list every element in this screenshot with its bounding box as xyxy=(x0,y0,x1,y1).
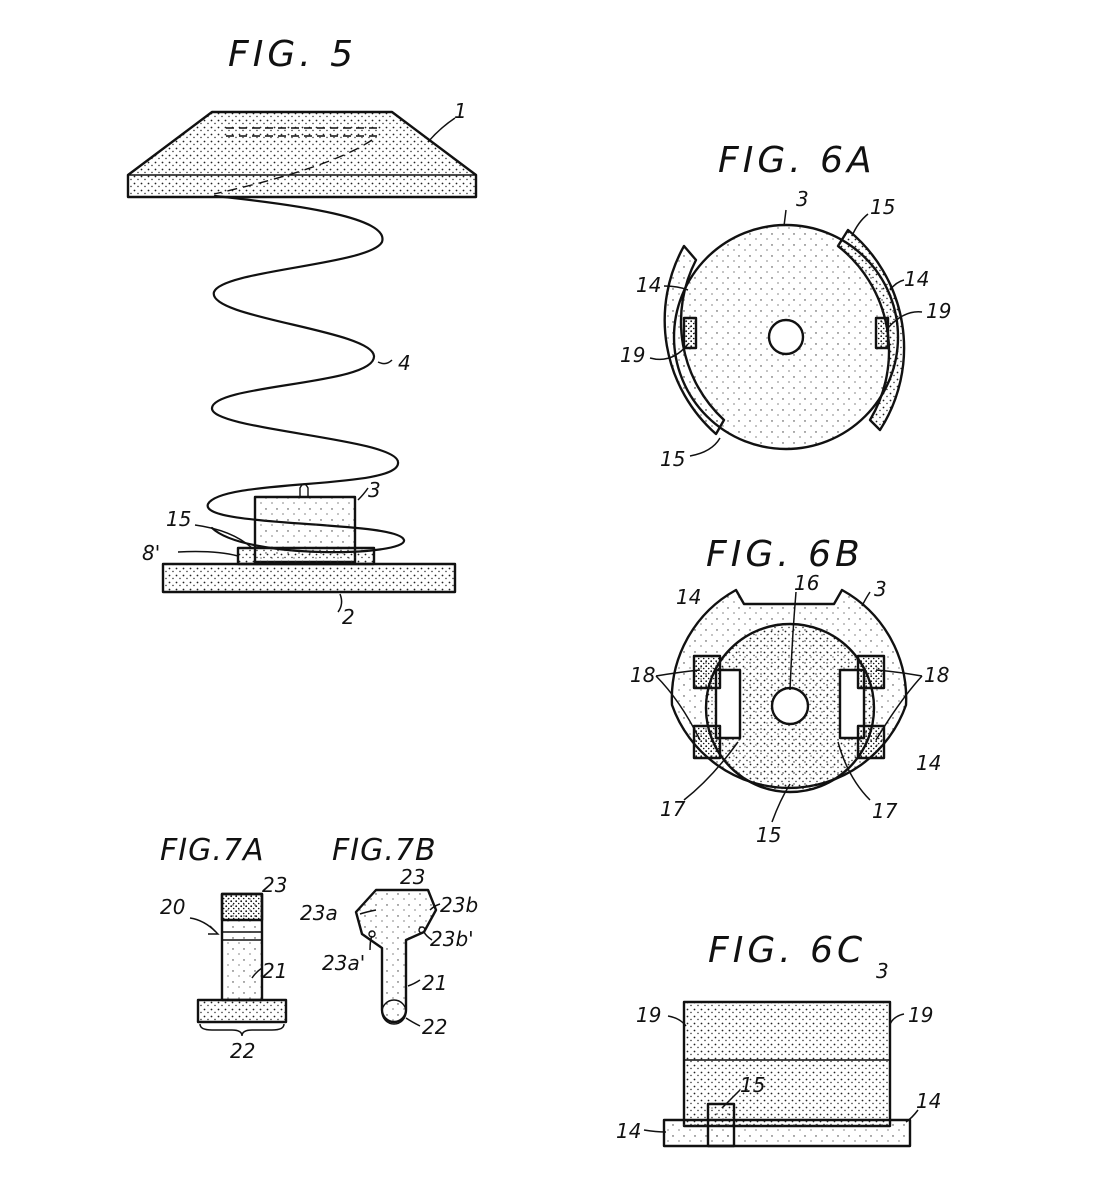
fig6b-slot-right-label: 18 xyxy=(924,663,949,687)
tab-left xyxy=(682,316,698,350)
fig7b-edge-a-label: 23a xyxy=(300,901,338,925)
fig6c-notch xyxy=(706,1102,736,1148)
fig7a-head xyxy=(220,892,264,922)
fig6b-hole-label: 16 xyxy=(794,571,819,595)
fig7b-foot-label: 22 xyxy=(422,1015,447,1039)
fig7b-shank-label: 21 xyxy=(422,971,447,995)
fig6b-center-hole xyxy=(770,686,810,726)
figure-6c-title: FIG. 6C xyxy=(708,930,866,971)
figure-6a-title: FIG. 6A xyxy=(718,140,876,181)
fig6c-flange xyxy=(662,1118,912,1148)
fig6c-flange-left-label: 14 xyxy=(616,1119,641,1143)
fig6a-flange-left-label: 14 xyxy=(636,273,661,297)
tab-right xyxy=(874,316,890,350)
figure-5-title: FIG. 5 xyxy=(228,34,357,75)
fig6a-tab-right-label: 19 xyxy=(926,299,951,323)
notch-label: 15 xyxy=(166,507,191,531)
base-label: 2 xyxy=(342,605,355,629)
fig6b-notch-label: 15 xyxy=(756,823,781,847)
fig6b-flange-top-label: 14 xyxy=(676,585,701,609)
fig6c-part-label: 3 xyxy=(876,959,889,983)
fig7b-edge-b2-label: 23b' xyxy=(430,927,474,951)
fig6a-notch-top-label: 15 xyxy=(870,195,895,219)
fig6c-tab-right-label: 19 xyxy=(908,1003,933,1027)
fig6b-edge-right-label: 17 xyxy=(872,799,898,823)
figure-7b: FIG.7B 23 23a 23b 23a' 23b' 21 22 xyxy=(300,833,478,1039)
fig7a-foot-label: 22 xyxy=(230,1039,255,1063)
fig6a-flange-right-label: 14 xyxy=(904,267,929,291)
cap-label: 1 xyxy=(454,99,467,123)
figure-6c: FIG. 6C 3 19 19 15 14 14 xyxy=(616,930,941,1148)
fig7b-body xyxy=(354,888,438,1024)
slot-left-top xyxy=(692,654,722,690)
post-label: 3 xyxy=(368,478,381,502)
fig7a-assembly-label: 20 xyxy=(160,895,185,919)
fig6a-part-label: 3 xyxy=(796,187,809,211)
center-hole xyxy=(767,318,805,356)
fig6b-slot-left-label: 18 xyxy=(630,663,655,687)
post-part xyxy=(236,483,376,566)
figure-6b: FIG. 6B 14 16 3 18 18 14 17 17 15 xyxy=(630,534,949,847)
fig6c-flange-right-label: 14 xyxy=(916,1089,941,1113)
fig6b-part-label: 3 xyxy=(874,577,887,601)
fig6c-tab-left-label: 19 xyxy=(636,1003,661,1027)
fig6a-notch-bottom-label: 15 xyxy=(660,447,685,471)
base-part xyxy=(161,562,457,594)
cap-part xyxy=(126,110,478,199)
figure-5: FIG. 5 1 4 3 15 8' 2 xyxy=(126,34,478,629)
figure-6b-title: FIG. 6B xyxy=(706,534,864,575)
slot-right-top xyxy=(856,654,886,690)
spring xyxy=(206,194,406,554)
slot-left-bottom xyxy=(692,724,722,760)
fig7a-foot xyxy=(196,998,288,1024)
fig7b-head-label: 23 xyxy=(400,865,425,889)
figure-7b-title: FIG.7B xyxy=(332,833,437,868)
fig7b-edge-a2-label: 23a' xyxy=(322,951,365,975)
spring-label: 4 xyxy=(398,351,411,375)
fig6b-edge-left-label: 17 xyxy=(660,797,686,821)
fig7b-edge-b-label: 23b xyxy=(440,893,478,917)
figure-7a-title: FIG.7A xyxy=(160,833,265,868)
figure-6a: FIG. 6A 3 15 14 14 19 19 15 xyxy=(620,140,951,471)
fig7a-shank-label: 21 xyxy=(262,959,287,983)
fig6c-notch-label: 15 xyxy=(740,1073,765,1097)
slot-right-bottom xyxy=(856,724,886,760)
fig7a-head-label: 23 xyxy=(262,873,287,897)
fig6b-flange-right-label: 14 xyxy=(916,751,941,775)
figure-7a: FIG.7A 20 23 21 22 xyxy=(160,833,287,1063)
lug-label: 8' xyxy=(142,541,160,565)
fig6a-tab-left-label: 19 xyxy=(620,343,645,367)
